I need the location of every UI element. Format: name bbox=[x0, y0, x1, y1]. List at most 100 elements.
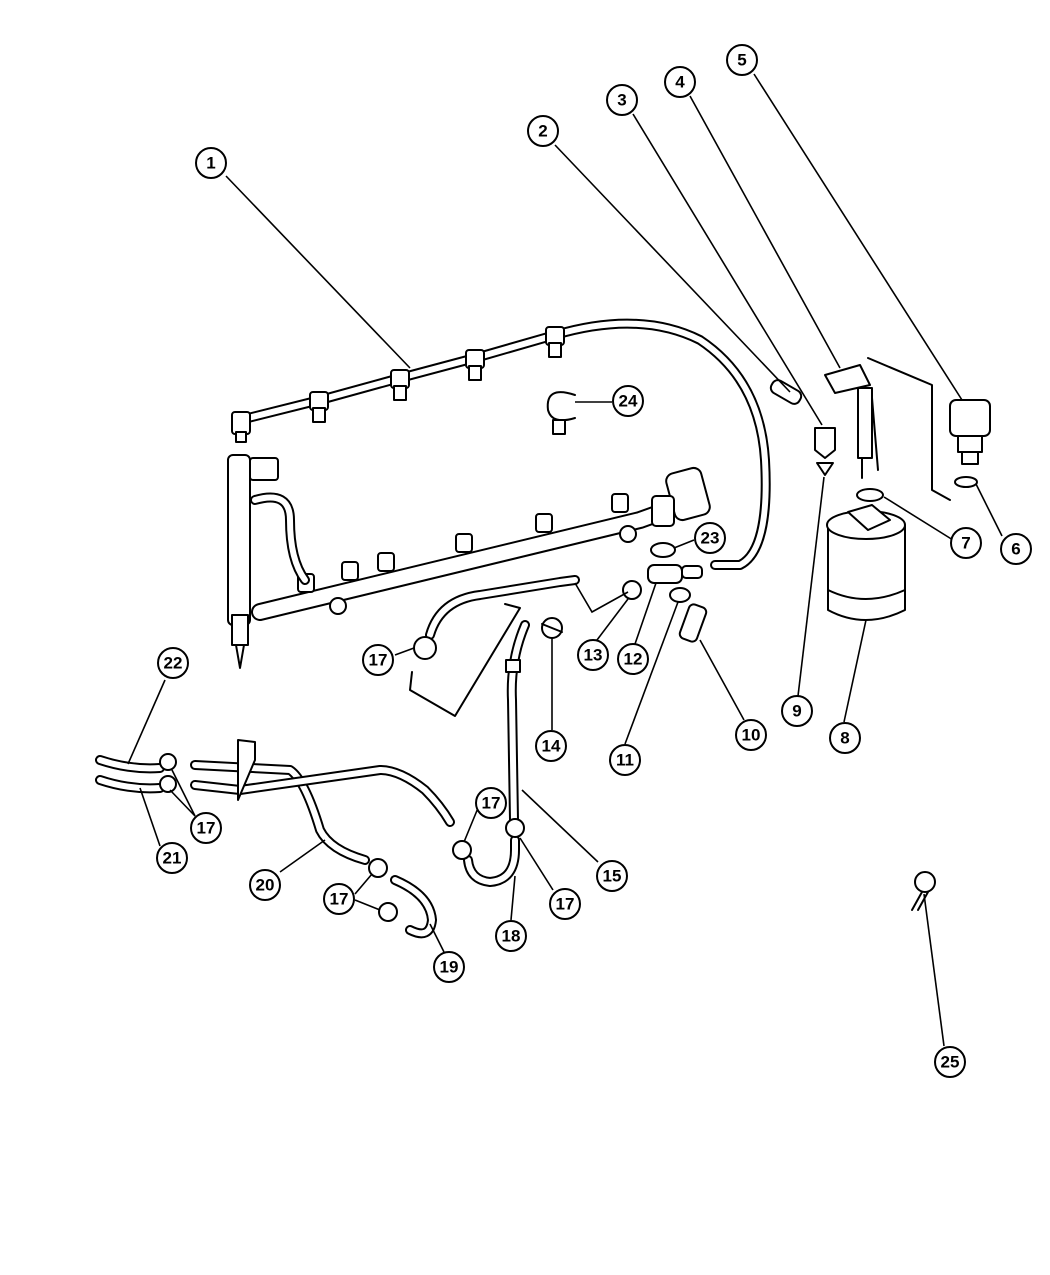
callout-17: 17 bbox=[549, 888, 581, 920]
callout-24: 24 bbox=[612, 385, 644, 417]
callout-17: 17 bbox=[475, 787, 507, 819]
callout-21: 21 bbox=[156, 842, 188, 874]
callout-23: 23 bbox=[694, 522, 726, 554]
callout-label: 1 bbox=[206, 154, 215, 173]
part-17-clamp bbox=[505, 818, 525, 838]
callout-10: 10 bbox=[735, 719, 767, 751]
part-14-clamp bbox=[541, 617, 563, 639]
callout-5: 5 bbox=[726, 44, 758, 76]
callout-17: 17 bbox=[362, 644, 394, 676]
callout-label: 19 bbox=[440, 958, 459, 977]
callout-12: 12 bbox=[617, 643, 649, 675]
rail-port bbox=[377, 552, 395, 572]
callout-label: 11 bbox=[616, 751, 634, 770]
assembly-bracket-outline bbox=[409, 603, 521, 717]
callout-15: 15 bbox=[596, 860, 628, 892]
callout-label: 15 bbox=[603, 867, 622, 886]
return-line-connector bbox=[545, 326, 565, 358]
callout-25: 25 bbox=[934, 1046, 966, 1078]
part-2-fitting bbox=[769, 379, 803, 405]
return-line-connector bbox=[231, 411, 251, 443]
part-10-banjo-fitting bbox=[678, 603, 708, 643]
part-23-washer bbox=[650, 542, 676, 558]
callout-3: 3 bbox=[606, 84, 638, 116]
callout-label: 18 bbox=[502, 927, 521, 946]
rail-port bbox=[341, 561, 359, 581]
callout-label: 17 bbox=[330, 890, 349, 909]
callout-label: 7 bbox=[961, 534, 970, 553]
return-line-connector bbox=[309, 391, 329, 423]
callout-2: 2 bbox=[527, 115, 559, 147]
part-15-hose bbox=[505, 620, 530, 825]
callout-label: 24 bbox=[619, 392, 638, 411]
return-line-connector bbox=[390, 369, 410, 401]
callout-11: 11 bbox=[609, 744, 641, 776]
part-8-fuel-filter bbox=[826, 504, 906, 621]
callout-13: 13 bbox=[577, 639, 609, 671]
callout-22: 22 bbox=[157, 647, 189, 679]
callout-label: 10 bbox=[742, 726, 761, 745]
callout-8: 8 bbox=[829, 722, 861, 754]
fuel-injector bbox=[227, 454, 310, 669]
callout-20: 20 bbox=[249, 869, 281, 901]
part-12-connector bbox=[647, 564, 703, 584]
callout-label: 5 bbox=[737, 51, 746, 70]
part-4-heater-element bbox=[824, 357, 951, 501]
part-19-hose bbox=[390, 875, 437, 939]
callout-19: 19 bbox=[433, 951, 465, 983]
callout-4: 4 bbox=[664, 66, 696, 98]
part-17-clamp bbox=[378, 902, 398, 922]
callout-9: 9 bbox=[781, 695, 813, 727]
callout-label: 6 bbox=[1011, 540, 1020, 559]
callout-7: 7 bbox=[950, 527, 982, 559]
part-11-washer bbox=[669, 587, 691, 603]
rail-port bbox=[455, 533, 473, 553]
rail-port bbox=[535, 513, 553, 533]
callout-label: 17 bbox=[556, 895, 575, 914]
leader-bracket bbox=[574, 582, 629, 614]
callout-14: 14 bbox=[535, 730, 567, 762]
part-7-o-ring bbox=[856, 488, 884, 502]
part-3-sensor bbox=[814, 427, 836, 459]
part-17-clamp bbox=[452, 840, 472, 860]
callout-label: 13 bbox=[584, 646, 603, 665]
callout-6: 6 bbox=[1000, 533, 1032, 565]
callout-label: 4 bbox=[675, 73, 685, 92]
fuel-rail bbox=[251, 466, 711, 621]
part-6-o-ring bbox=[954, 476, 978, 488]
part-17-clamp bbox=[368, 858, 388, 878]
part-9-seal bbox=[816, 462, 834, 476]
callout-label: 20 bbox=[256, 876, 275, 895]
return-line-connector bbox=[465, 349, 485, 381]
callout-label: 21 bbox=[163, 849, 182, 868]
part-21-22-supply-lines bbox=[95, 755, 165, 794]
leader-lines bbox=[127, 73, 1003, 1047]
part-25-bolt bbox=[911, 871, 936, 911]
callout-label: 8 bbox=[840, 729, 849, 748]
part-13-clamp bbox=[622, 580, 642, 600]
part-20-fuel-tube bbox=[190, 739, 455, 865]
callout-label: 17 bbox=[197, 819, 216, 838]
part-17-clamp bbox=[413, 636, 437, 660]
part-5-filter-cap bbox=[949, 399, 991, 465]
fuel-return-line bbox=[231, 318, 771, 570]
callout-label: 23 bbox=[701, 529, 720, 548]
callout-label: 25 bbox=[941, 1053, 960, 1072]
callout-17: 17 bbox=[190, 812, 222, 844]
callout-label: 12 bbox=[624, 650, 643, 669]
part-17-clamp bbox=[159, 775, 177, 793]
part-18-hose bbox=[463, 835, 520, 887]
rail-port bbox=[611, 493, 629, 513]
part-17-clamp bbox=[159, 753, 177, 771]
callout-label: 22 bbox=[164, 654, 183, 673]
callout-17: 17 bbox=[323, 883, 355, 915]
part-24-clip bbox=[546, 391, 576, 435]
callout-1: 1 bbox=[195, 147, 227, 179]
callout-label: 17 bbox=[482, 794, 501, 813]
callout-label: 9 bbox=[792, 702, 801, 721]
rail-supply-hose bbox=[425, 575, 580, 640]
callout-label: 2 bbox=[538, 122, 547, 141]
callout-label: 3 bbox=[617, 91, 626, 110]
callout-label: 17 bbox=[369, 651, 388, 670]
